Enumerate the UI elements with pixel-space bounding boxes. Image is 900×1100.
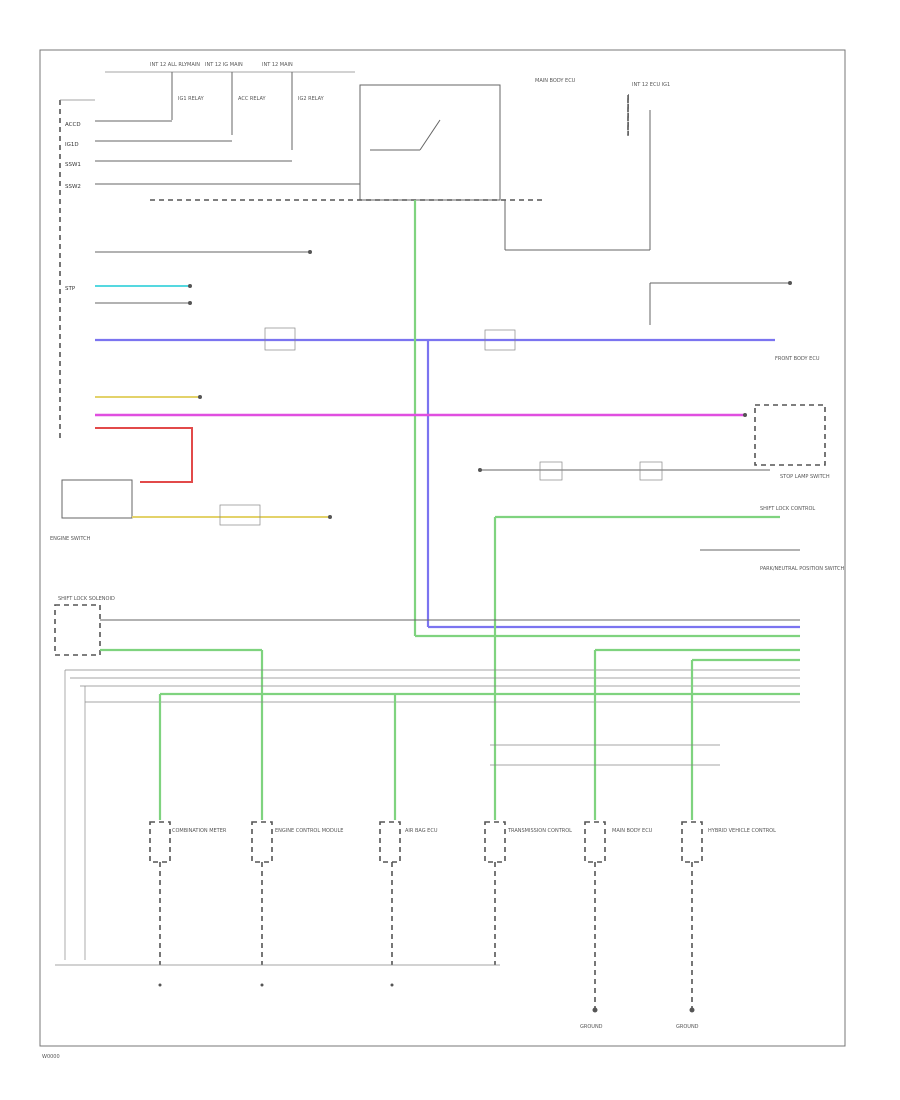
terminal-ssw1: SSW1 bbox=[65, 162, 81, 168]
middle-wires: STP FRONT BODY ECU STOP LAMP S bbox=[50, 200, 844, 820]
relay-label-0: IG1 RELAY bbox=[178, 96, 205, 102]
terminal-ssw2: SSW2 bbox=[65, 184, 81, 190]
relay-label-1: ACC RELAY bbox=[238, 96, 266, 102]
bottom-label-3: TRANSMISSION CONTROL bbox=[507, 828, 572, 834]
left-label-0: ENGINE SWITCH bbox=[50, 536, 91, 542]
bottom-label-4: MAIN BODY ECU bbox=[612, 828, 653, 834]
top-label-3: MAIN BODY ECU bbox=[535, 78, 576, 84]
right-label-0: FRONT BODY ECU bbox=[775, 356, 820, 362]
right-label-1: STOP LAMP SWITCH bbox=[780, 474, 830, 480]
shift-lock-section: SHIFT LOCK SOLENOID bbox=[54, 596, 800, 960]
terminal-stp: STP bbox=[65, 286, 76, 292]
top-label-0: INT 12 ALL RLYMAIN bbox=[150, 62, 200, 68]
top-label-1: INT 12 IG MAIN bbox=[205, 62, 243, 68]
ground-label-1: GROUND bbox=[676, 1024, 699, 1030]
top-label-2: INT 12 MAIN bbox=[262, 62, 293, 68]
bottom-label-0: COMBINATION METER bbox=[172, 828, 227, 834]
red-wire bbox=[95, 427, 193, 483]
left-label-1: SHIFT LOCK SOLENOID bbox=[58, 596, 115, 602]
bottom-label-2: AIR BAG ECU bbox=[405, 828, 438, 834]
right-label-2: SHIFT LOCK CONTROL bbox=[760, 506, 815, 512]
terminal-ig1d: IG1D bbox=[65, 142, 79, 148]
right-label-3: PARK/NEUTRAL POSITION SWITCH bbox=[760, 566, 844, 572]
footer-code: W0000 bbox=[42, 1054, 60, 1060]
ground-label-0: GROUND bbox=[580, 1024, 603, 1030]
top-label-4: INT 12 ECU IG1 bbox=[632, 82, 670, 88]
relay-label-2: IG2 RELAY bbox=[298, 96, 325, 102]
top-fuse-section: INT 12 ALL RLYMAIN INT 12 IG MAIN INT 12… bbox=[59, 62, 670, 440]
bottom-label-1: ENGINE CONTROL MODULE bbox=[275, 828, 343, 834]
bottom-label-5: HYBRID VEHICLE CONTROL bbox=[708, 828, 776, 834]
terminal-accd: ACCD bbox=[65, 122, 81, 128]
diagram-frame bbox=[39, 49, 846, 1047]
bottom-modules: COMBINATION METER ENGINE CONTROL MODULE … bbox=[42, 821, 776, 1060]
